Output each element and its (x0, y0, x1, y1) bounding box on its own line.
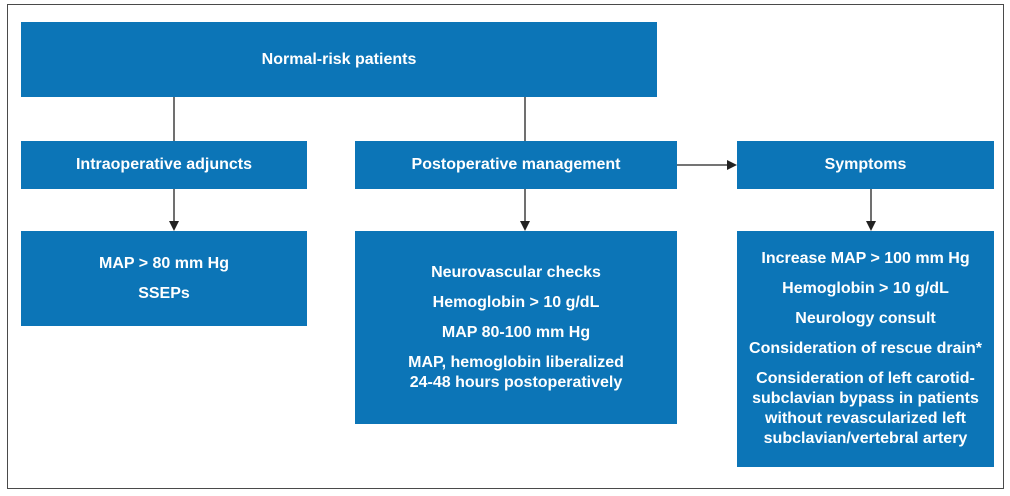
postoperative-management-box: Postoperative management (355, 141, 677, 189)
symptoms-item: without revascularized left (765, 410, 966, 427)
symptoms-item: subclavian/vertebral artery (763, 430, 968, 447)
postop-item: 24-48 hours postoperatively (409, 373, 623, 391)
symptoms-item: Consideration of rescue drain* (749, 340, 982, 357)
symptoms-label: Symptoms (824, 156, 907, 173)
intraop-item: SSEPs (138, 284, 190, 302)
normal-risk-patients-title: Normal-risk patients (261, 50, 417, 68)
postoperative-management-label: Postoperative management (411, 156, 621, 173)
intraoperative-adjuncts-box: Intraoperative adjuncts (21, 141, 307, 189)
intraop-details-box: MAP > 80 mm Hg SSEPs (21, 231, 307, 326)
symptoms-details-box: Increase MAP > 100 mm Hg Hemoglobin > 10… (737, 231, 994, 467)
normal-risk-patients-box: Normal-risk patients (21, 22, 657, 97)
symptoms-item: Consideration of left carotid- (756, 370, 975, 387)
postop-details-box: Neurovascular checks Hemoglobin > 10 g/d… (355, 231, 677, 424)
postop-item: Neurovascular checks (431, 263, 601, 281)
symptoms-box: Symptoms (737, 141, 994, 189)
intraoperative-adjuncts-label: Intraoperative adjuncts (75, 156, 253, 173)
symptoms-item: Hemoglobin > 10 g/dL (782, 280, 949, 297)
intraop-item: MAP > 80 mm Hg (99, 254, 229, 272)
postop-item: Hemoglobin > 10 g/dL (432, 293, 600, 311)
symptoms-item: Neurology consult (795, 310, 936, 327)
symptoms-item: subclavian bypass in patients (752, 390, 979, 407)
postop-item: MAP, hemoglobin liberalized (408, 353, 624, 371)
postop-item: MAP 80-100 mm Hg (441, 323, 591, 341)
symptoms-item: Increase MAP > 100 mm Hg (761, 250, 970, 267)
